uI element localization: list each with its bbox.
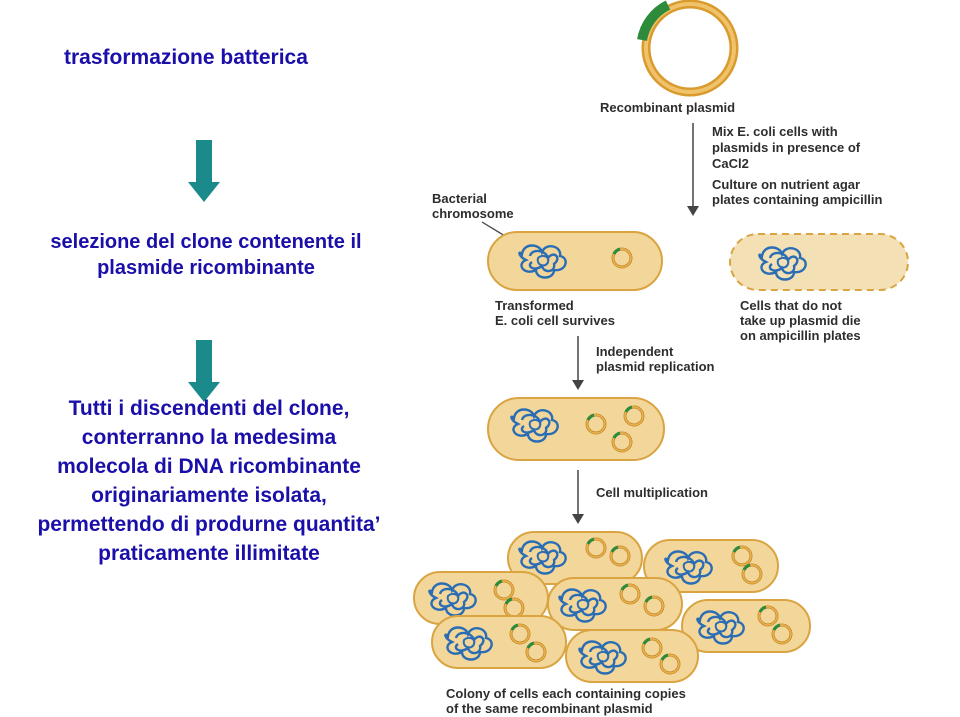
descendants-line-3: molecola di DNA ricombinante — [57, 455, 361, 478]
recombinant-plasmid-icon — [637, 0, 739, 97]
colony-cell — [565, 629, 699, 683]
die-line-1: Cells that do not — [740, 298, 843, 313]
replication-line-2: plasmid replication — [596, 359, 715, 374]
mix-line-2: plasmids in presence of — [712, 140, 861, 155]
descendants-line-5: permettendo di produrne quantita’ — [37, 513, 381, 536]
descendants-line-2: conterranno la medesima — [81, 426, 337, 449]
descendants-text: Tutti i discendenti del clone, conterran… — [0, 394, 418, 568]
cell-multiplication-label: Cell multiplication — [596, 485, 708, 500]
descendants-line-4: originariamente isolata, — [91, 484, 327, 507]
colony-cell — [547, 577, 683, 631]
colony-cell — [681, 599, 811, 653]
colony-line-1: Colony of cells each containing copies — [446, 686, 686, 701]
replicated-cell — [487, 397, 665, 461]
colony-cell — [431, 615, 567, 669]
recombinant-plasmid-label: Recombinant plasmid — [600, 100, 735, 115]
colony-line-2: of the same recombinant plasmid — [446, 701, 653, 716]
die-line-2: take up plasmid die — [740, 313, 861, 328]
bacterial-chromosome-line-2: chromosome — [432, 206, 514, 221]
transformed-line-2: E. coli cell survives — [495, 313, 615, 328]
down-arrow-icon — [188, 140, 220, 202]
mix-line-1: Mix E. coli cells with — [712, 124, 838, 139]
descendants-line-1: Tutti i discendenti del clone, — [68, 397, 350, 420]
selection-line-1: selezione del clone contenente il — [50, 231, 362, 253]
descendants-line-6: praticamente illimitate — [98, 542, 320, 565]
bacterial-chromosome-line-1: Bacterial — [432, 191, 487, 206]
culture-line-2: plates containing ampicillin — [712, 192, 883, 207]
mix-line-3: CaCl2 — [712, 156, 749, 171]
transformed-cell — [487, 231, 663, 291]
colony-cell — [643, 539, 779, 593]
die-line-3: on ampicillin plates — [740, 328, 861, 343]
page-title: trasformazione batterica — [64, 46, 308, 69]
dying-cell — [729, 233, 909, 291]
replication-line-1: Independent — [596, 344, 674, 359]
selection-step-text: selezione del clone contenente il plasmi… — [6, 229, 406, 281]
selection-line-2: plasmide ricombinante — [97, 257, 315, 279]
down-arrow-icon — [188, 340, 220, 402]
culture-line-1: Culture on nutrient agar — [712, 177, 860, 192]
transformed-line-1: Transformed — [495, 298, 574, 313]
